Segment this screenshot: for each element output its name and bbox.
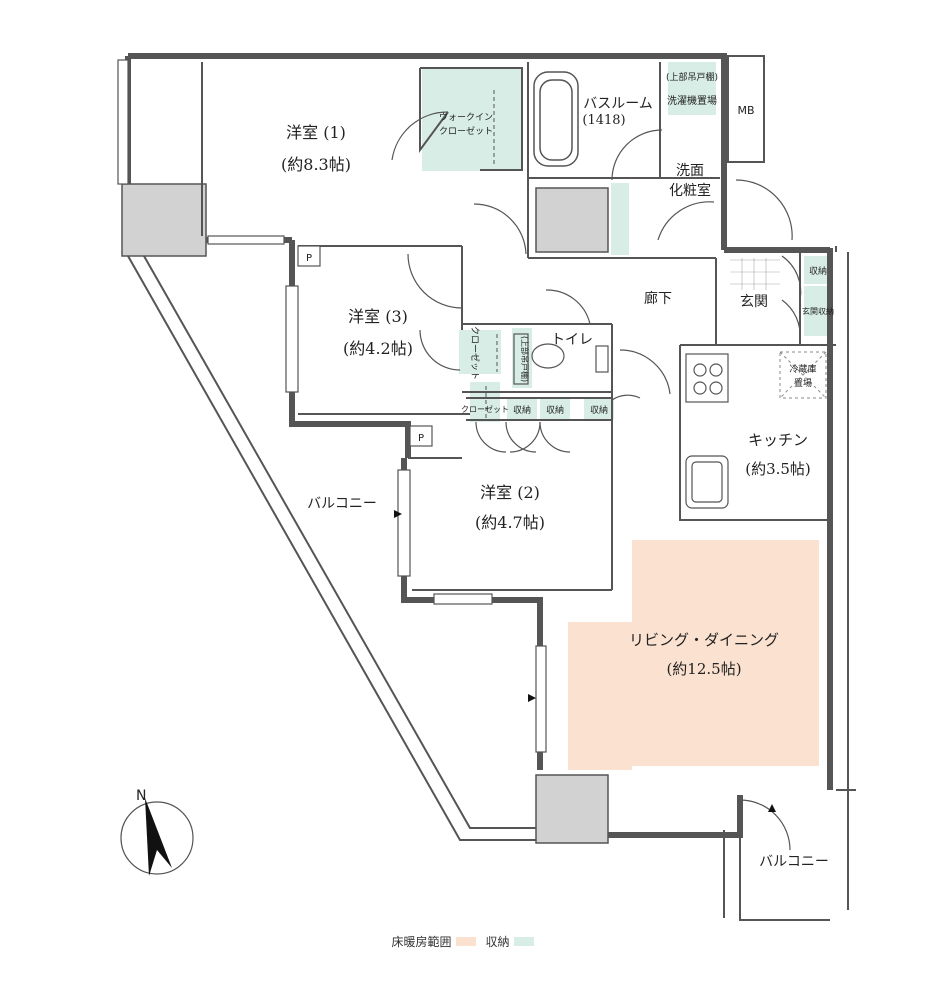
mb-label: MB bbox=[737, 104, 754, 117]
closet-rods bbox=[485, 90, 498, 420]
legend-heated-floor-label: 床暖房範囲 bbox=[391, 935, 452, 949]
washer-upper-shelf-label: (上部吊戸棚) bbox=[666, 71, 718, 83]
storage-c-fill bbox=[584, 398, 614, 420]
legend-heated-floor-swatch bbox=[455, 937, 476, 946]
pipe-label-3: P bbox=[306, 253, 312, 264]
closet-2-fill bbox=[470, 382, 500, 422]
room-western2-name: 洋室 (2) bbox=[480, 483, 540, 502]
storage-label-b: 収納 bbox=[546, 404, 564, 416]
storage-label-a: 収納 bbox=[513, 404, 531, 416]
toilet-upper-shelf-label: (上部吊戸棚) bbox=[520, 336, 530, 382]
toilet-shelf-fill bbox=[512, 328, 532, 388]
room-living-size: (約12.5帖) bbox=[666, 660, 741, 678]
closet-3-fill bbox=[459, 330, 501, 374]
kitchen-stove bbox=[685, 353, 729, 403]
vanity-fill bbox=[611, 183, 629, 255]
room-bathroom-size: (1418) bbox=[582, 113, 625, 128]
room-toilet: トイレ bbox=[551, 332, 593, 348]
washer-label: 洗濯機置場 bbox=[667, 94, 717, 107]
storage-b-fill bbox=[540, 398, 570, 420]
room-western1-name: 洋室 (1) bbox=[286, 123, 346, 142]
fridge-label-line1: 冷蔵庫 bbox=[789, 363, 816, 375]
windows bbox=[117, 59, 547, 753]
legend-storage-label: 収納 bbox=[485, 935, 510, 949]
room-bathroom-name: バスルーム bbox=[583, 96, 653, 112]
storage-label-c: 収納 bbox=[590, 404, 608, 416]
closet-3-label: クローゼット bbox=[469, 326, 481, 380]
legend: 床暖房範囲 収納 bbox=[0, 933, 935, 950]
storage-a-fill bbox=[507, 398, 537, 420]
entrance-storage-label: 玄関収納 bbox=[802, 306, 834, 316]
balcony-entry-arrow bbox=[394, 510, 402, 518]
washer-area-fill bbox=[668, 62, 716, 115]
balcony-sub-label: バルコニー bbox=[759, 854, 829, 870]
entrance-storage-top-label: 収納 bbox=[809, 265, 827, 277]
column bbox=[535, 774, 609, 844]
bathtub bbox=[533, 71, 579, 167]
room-washroom-line2: 化粧室 bbox=[669, 182, 711, 199]
toilet-shelf bbox=[513, 333, 529, 385]
living-entry-arrow bbox=[528, 694, 536, 702]
sub-balcony-arrow bbox=[768, 804, 776, 812]
kitchen-sink bbox=[685, 455, 729, 509]
column bbox=[535, 187, 609, 253]
closet-2-label: クローゼット bbox=[461, 404, 509, 414]
pipe-label-2: P bbox=[418, 433, 424, 444]
room-hallway: 廊下 bbox=[644, 290, 672, 307]
mb-space bbox=[727, 55, 765, 163]
room-western3-name: 洋室 (3) bbox=[348, 307, 408, 326]
compass-north-label: N bbox=[136, 788, 146, 804]
doors bbox=[391, 111, 802, 851]
walkin-closet-line2: クローゼット bbox=[439, 125, 493, 137]
room-western2-size: (約4.7帖) bbox=[475, 513, 545, 532]
room-kitchen-size: (約3.5帖) bbox=[745, 460, 811, 478]
walkin-closet-fill bbox=[422, 68, 522, 171]
toilet-fixture bbox=[531, 343, 609, 373]
pipe-boxes bbox=[297, 245, 433, 447]
balcony-outline bbox=[127, 246, 856, 921]
room-kitchen-name: キッチン bbox=[748, 431, 808, 449]
room-western3-size: (約4.2帖) bbox=[343, 339, 413, 358]
heated-floor-area bbox=[568, 540, 819, 770]
fridge-label-line2: 置場 bbox=[794, 377, 812, 389]
compass: N bbox=[120, 788, 194, 876]
balcony-main-label: バルコニー bbox=[307, 496, 377, 512]
room-entrance: 玄関 bbox=[740, 293, 768, 310]
walkin-closet-line1: ウォークイン bbox=[439, 112, 493, 123]
column bbox=[121, 183, 207, 257]
entrance-tiles bbox=[730, 258, 780, 290]
room-western1-size: (約8.3帖) bbox=[281, 155, 351, 174]
room-living-name: リビング・ダイニング bbox=[629, 631, 779, 649]
legend-storage-swatch bbox=[513, 937, 534, 946]
room-washroom-line1: 洗面 bbox=[676, 163, 704, 179]
fridge-space bbox=[779, 351, 827, 399]
